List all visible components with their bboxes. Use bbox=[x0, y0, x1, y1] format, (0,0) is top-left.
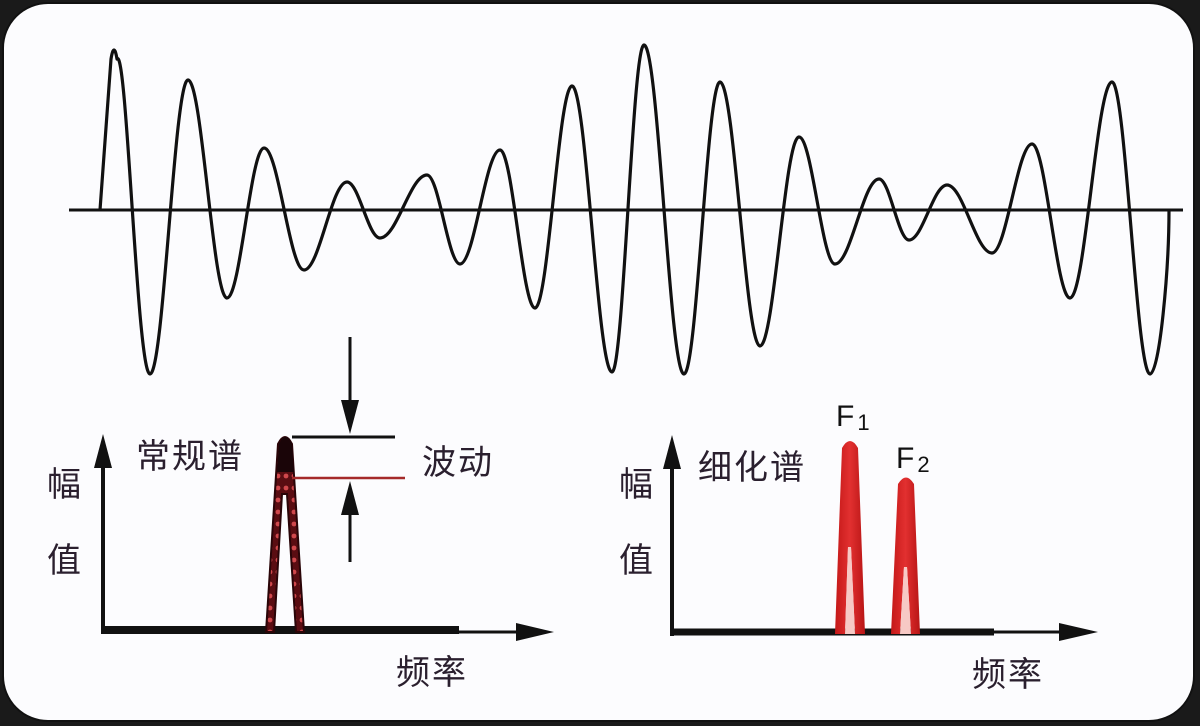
peak-f1 bbox=[835, 441, 865, 634]
down-arrow-icon bbox=[341, 400, 359, 434]
right-x-axis-arrow-icon bbox=[1059, 623, 1098, 641]
right-y-axis-arrow-icon bbox=[663, 435, 681, 469]
right-x-axis-label: 频率 bbox=[972, 655, 1044, 695]
left-y-label-char-1: 幅 bbox=[47, 465, 81, 505]
peak-f2 bbox=[891, 477, 920, 634]
left-x-axis-arrow-icon bbox=[516, 623, 554, 641]
up-arrow-icon bbox=[341, 481, 359, 515]
right-y-label-char-1: 幅 bbox=[619, 465, 653, 505]
fluctuation-label: 波动 bbox=[422, 443, 494, 483]
waveform-signal bbox=[98, 43, 1171, 376]
right-y-label-char-2: 值 bbox=[619, 541, 653, 581]
left-y-label-char-2: 值 bbox=[47, 541, 81, 581]
left-x-axis-label: 频率 bbox=[396, 653, 468, 693]
right-spectrum-chart bbox=[663, 435, 1098, 641]
diagram-canvas bbox=[69, 43, 1183, 641]
left-spectrum-chart bbox=[94, 337, 554, 641]
conventional-spectrum-title: 常规谱 bbox=[136, 437, 244, 477]
zoom-spectrum-title: 细化谱 bbox=[698, 448, 806, 488]
left-y-axis-arrow-icon bbox=[94, 434, 112, 468]
